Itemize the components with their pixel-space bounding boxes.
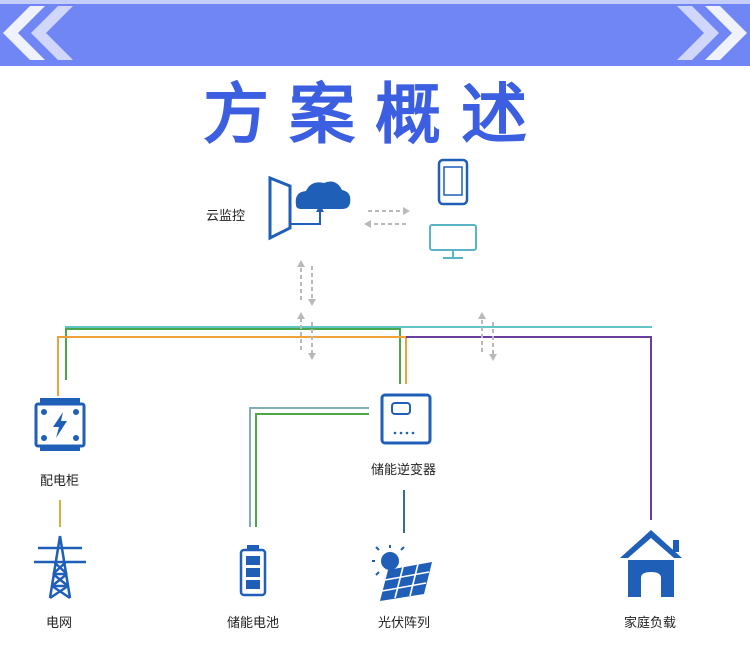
inverter-icon	[380, 393, 432, 445]
label-pv-array: 光伏阵列	[378, 616, 431, 631]
label-distribution-cabinet: 配电柜	[40, 474, 80, 489]
house-icon	[620, 530, 682, 597]
bus-lines	[57, 326, 652, 533]
cloud-monitor-icon	[268, 175, 351, 241]
phone-icon	[437, 158, 469, 206]
battery-line-b	[255, 413, 369, 527]
left-chevrons-icon	[3, 6, 73, 60]
header-banner	[0, 0, 750, 66]
battery-line-a	[249, 407, 369, 527]
bus-purple-line	[406, 336, 652, 520]
bus-teal-line	[65, 326, 652, 380]
data-flow-arrows	[297, 207, 497, 361]
label-grid: 电网	[46, 616, 73, 631]
label-cloud-monitoring: 云监控	[206, 209, 246, 224]
right-chevrons-icon	[677, 6, 747, 60]
bus-orange-line	[57, 336, 407, 396]
solar-panel-icon	[372, 545, 432, 601]
label-inverter: 储能逆变器	[371, 463, 437, 478]
bus-green-line	[65, 328, 401, 384]
page-title: 方案概述	[203, 76, 547, 153]
battery-icon	[239, 545, 267, 597]
distribution-cabinet-icon	[34, 398, 86, 451]
power-tower-icon	[34, 535, 86, 600]
label-home-load: 家庭负载	[624, 616, 677, 631]
monitor-icon	[429, 224, 477, 259]
label-battery: 储能电池	[227, 616, 280, 631]
